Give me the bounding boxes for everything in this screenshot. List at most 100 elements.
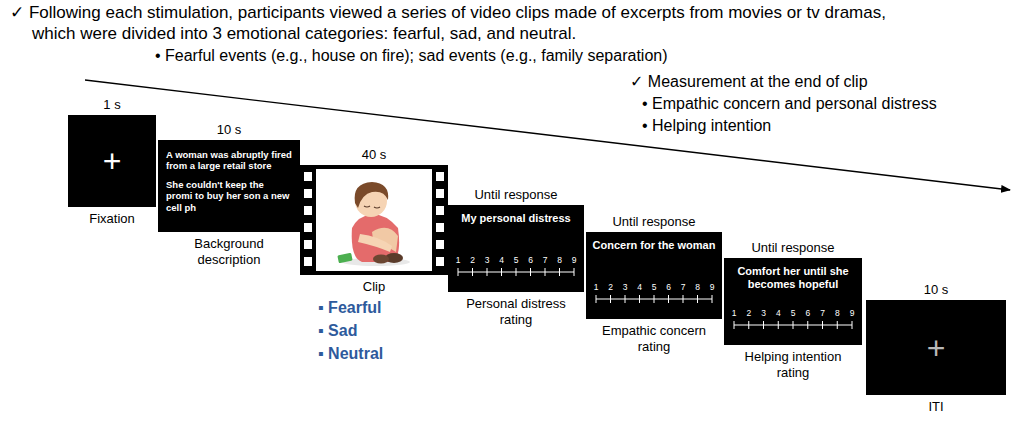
scale-tick (807, 321, 808, 329)
example-note: • Fearful events (e.g., house on fire); … (155, 46, 775, 66)
sad-child-illustration (355, 182, 389, 208)
scale-number: 8 (695, 283, 700, 292)
screen-caption: Background description (174, 236, 284, 267)
film-strip (316, 169, 432, 271)
background-text-box: A woman was abruptly fired from a large … (158, 140, 300, 232)
scale-tick (712, 295, 713, 303)
sprocket-holes (436, 189, 444, 198)
measure-item: • Empathic concern and personal distress (642, 94, 1022, 114)
scale-number: 2 (746, 309, 751, 318)
duration-label: 10 s (846, 282, 1026, 297)
sprocket-holes (304, 223, 312, 232)
intro-note: ✓ Following each stimulation, participan… (10, 2, 890, 45)
scale-tick (516, 268, 517, 276)
scale-tick (822, 321, 823, 329)
screen: 10 s+ITI (866, 300, 1006, 395)
sad-child-illustration (364, 206, 370, 207)
sprocket-holes (436, 172, 444, 181)
scale-tick (501, 268, 502, 276)
screen-caption: Empathic concern rating (594, 323, 714, 354)
scale-tick (639, 295, 640, 303)
scale-tick (734, 321, 735, 329)
scale-number: 7 (543, 256, 548, 265)
screen: 10 sA woman was abruptly fired from a la… (158, 140, 300, 232)
scale-number: 4 (776, 309, 781, 318)
duration-label: Until response (428, 187, 604, 202)
measurement-note: ✓ Measurement at the end of clip (630, 72, 1010, 92)
scale-number: 7 (820, 309, 825, 318)
duration-label: Until response (566, 214, 742, 229)
screen: 1 s+Fixation (68, 115, 156, 207)
scale-number: 1 (594, 283, 599, 292)
scale-number: 2 (470, 256, 475, 265)
measure-item: • Helping intention (642, 116, 1022, 136)
scale-tick (837, 321, 838, 329)
scale-number: 9 (572, 256, 577, 265)
scale-number: 5 (652, 283, 657, 292)
screen-caption: Fixation (62, 211, 162, 227)
sprocket-holes (304, 189, 312, 198)
scale-tick (487, 268, 488, 276)
duration-label: 40 s (280, 147, 468, 162)
scale-number: 6 (805, 309, 810, 318)
scale-tick (545, 268, 546, 276)
sprocket-holes (304, 257, 312, 266)
scale-tick (683, 295, 684, 303)
scale-number: 7 (681, 283, 686, 292)
scale-tick (793, 321, 794, 329)
sprocket-holes (304, 172, 312, 181)
screen: Until responseMy personal distress123456… (448, 205, 584, 292)
scale-number: 6 (666, 283, 671, 292)
scale-tick (778, 321, 779, 329)
scale-number: 8 (835, 309, 840, 318)
screen-caption: Helping intention rating (733, 349, 853, 380)
scale-number: 3 (623, 283, 628, 292)
screen-caption: ITI (886, 399, 986, 415)
screen-caption: Clip (324, 279, 424, 295)
sad-child-illustration (374, 207, 380, 208)
scale-tick (472, 268, 473, 276)
duration-label: 10 s (138, 122, 320, 137)
scale-number: 2 (608, 283, 613, 292)
screen: Until responseConcern for the woman12345… (586, 232, 722, 319)
scale-tick (748, 321, 749, 329)
rating-question: Comfort her until she becomes hopeful (730, 265, 856, 291)
clip-category: ▪ Neutral (318, 344, 478, 364)
scale-number: 3 (485, 256, 490, 265)
scale-number: 1 (732, 309, 737, 318)
sprocket-holes (436, 240, 444, 249)
duration-label: Until response (704, 240, 882, 255)
sad-child-illustration (337, 253, 352, 264)
sprocket-holes (304, 240, 312, 249)
scale-number: 5 (514, 256, 519, 265)
fixation-cross: + (866, 332, 1006, 364)
sprocket-holes (436, 206, 444, 215)
scale-tick (574, 268, 575, 276)
scale-number: 4 (637, 283, 642, 292)
fixation-cross: + (68, 145, 156, 177)
scale-tick (852, 321, 853, 329)
scale-tick (458, 268, 459, 276)
film-strip (300, 165, 448, 275)
sad-child-illustration (373, 255, 389, 264)
scale-number: 9 (850, 309, 855, 318)
scale-tick (668, 295, 669, 303)
clip-category: ▪ Sad (318, 321, 478, 341)
scale-tick (763, 321, 764, 329)
scale-number: 8 (557, 256, 562, 265)
scale-number: 9 (710, 283, 715, 292)
sprocket-holes (436, 257, 444, 266)
rating-question: Concern for the woman (592, 239, 716, 252)
background-text: A woman was abruptly fired from a large … (166, 149, 292, 172)
scale-tick (596, 295, 597, 303)
sprocket-holes (436, 223, 444, 232)
film-strip (300, 165, 448, 275)
scale-number: 1 (456, 256, 461, 265)
scale-number: 6 (528, 256, 533, 265)
rating-question: My personal distress (454, 212, 578, 225)
scale-number: 5 (791, 309, 796, 318)
scale-tick (610, 295, 611, 303)
scale-number: 4 (499, 256, 504, 265)
scale-tick (625, 295, 626, 303)
